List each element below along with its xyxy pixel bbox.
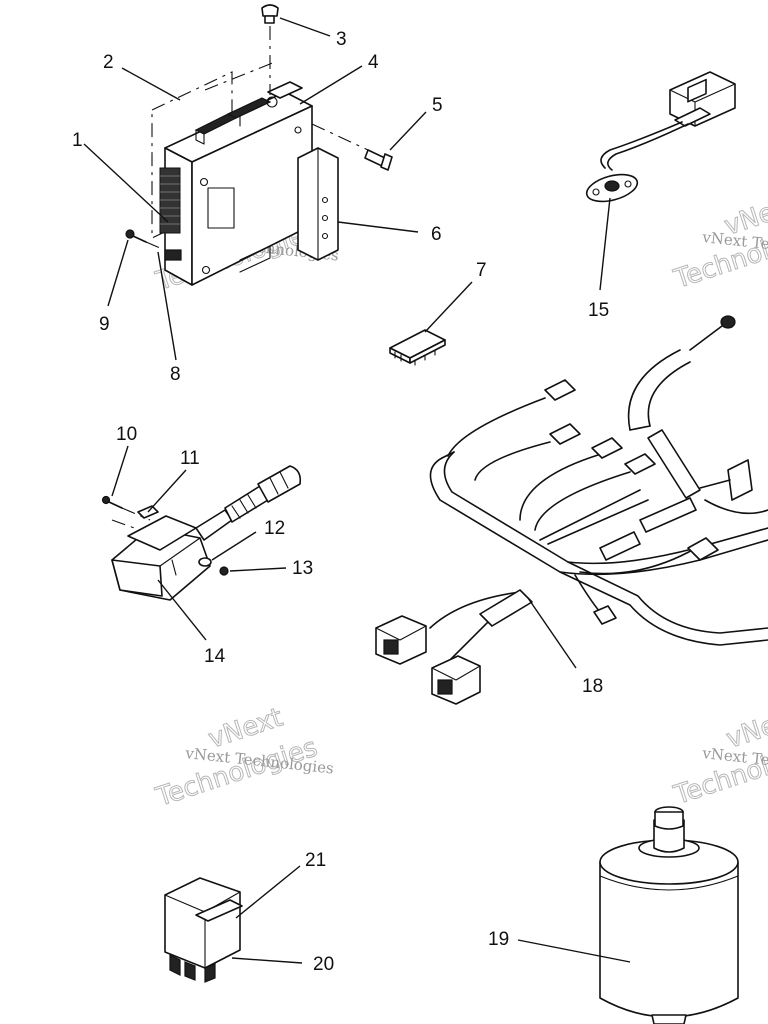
callout-10: 10 — [116, 424, 137, 445]
callout-8: 8 — [170, 364, 181, 385]
part-14-switch — [111, 465, 302, 601]
callout-4: 4 — [368, 52, 379, 73]
callout-12: 12 — [264, 518, 285, 539]
callout-6: 6 — [431, 224, 442, 245]
callout-1: 1 — [72, 130, 83, 151]
callout-labels: 1 2 3 4 5 6 7 8 9 10 11 12 13 14 15 18 1… — [72, 29, 609, 975]
part-20-21-relay — [164, 877, 243, 983]
callout-14: 14 — [204, 646, 226, 667]
part-5-bolt — [311, 123, 393, 171]
part-6-bracket — [297, 147, 339, 261]
callout-9: 9 — [99, 314, 110, 335]
callout-19: 19 — [488, 929, 509, 950]
part-19-fuel-filter — [599, 806, 739, 1024]
part-15-sensor — [585, 71, 736, 203]
watermark-4: vNext vNext Technologies Technologies — [669, 702, 768, 811]
callout-2: 2 — [103, 52, 114, 73]
callout-13: 13 — [292, 558, 313, 579]
callout-5: 5 — [432, 95, 443, 116]
part-12-13-washer-nut — [198, 557, 229, 576]
part-7-chip — [389, 329, 446, 366]
callout-7: 7 — [476, 260, 487, 281]
part-9-screw — [125, 229, 161, 249]
callout-20: 20 — [313, 954, 334, 975]
watermark-2: vNext vNext Technologies Technologies — [151, 702, 334, 813]
callout-11: 11 — [180, 448, 200, 469]
part-18-wiring-harness — [375, 315, 768, 705]
leader-lines — [83, 17, 631, 964]
watermark-3: vNext vNext Technologies Technologies — [669, 189, 768, 295]
part-3-screw — [261, 4, 279, 95]
callout-21: 21 — [305, 850, 326, 871]
callout-18: 18 — [582, 676, 603, 697]
callout-3: 3 — [336, 29, 347, 50]
callout-15: 15 — [588, 300, 609, 321]
